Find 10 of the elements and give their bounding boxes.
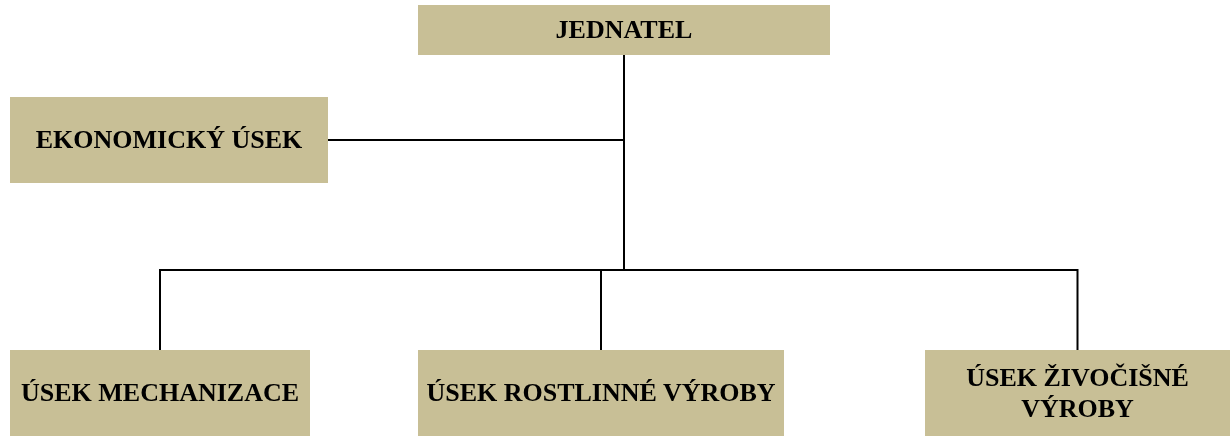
org-unit-box xyxy=(10,350,310,436)
unit-title: EKONOMICKÝ ÚSEK xyxy=(35,124,303,156)
org-unit-box xyxy=(925,350,1230,436)
unit-title: ÚSEK ŽIVOČIŠNÉ VÝROBY xyxy=(965,361,1190,425)
unit-title: JEDNATEL xyxy=(555,14,693,46)
org-unit-box xyxy=(10,97,328,183)
org-unit-box xyxy=(418,350,784,436)
unit-title: ÚSEK ROSTLINNÉ VÝROBY xyxy=(426,377,776,409)
unit-title: ÚSEK MECHANIZACE xyxy=(20,377,300,409)
org-unit-box xyxy=(418,5,830,55)
